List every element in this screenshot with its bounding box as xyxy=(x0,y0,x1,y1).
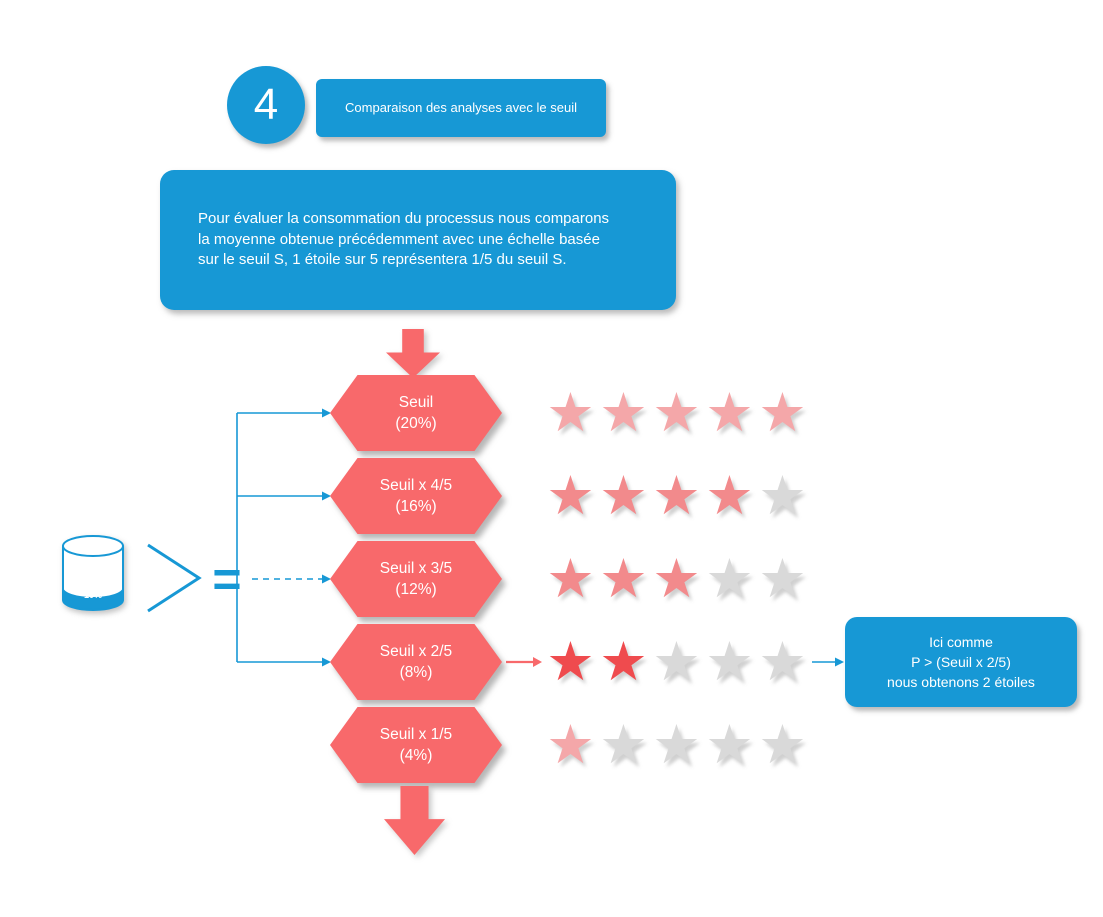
threshold-hexagon: Seuil x 4/5 (16%) xyxy=(330,458,502,534)
star-rating: ★★★★★ xyxy=(544,707,809,783)
star-filled-icon: ★ xyxy=(546,464,595,527)
star-filled-icon: ★ xyxy=(546,381,595,444)
threshold-percent: (12%) xyxy=(395,581,437,598)
star-filled-icon: ★ xyxy=(546,713,595,776)
flow-down-arrow-bottom xyxy=(384,786,445,855)
step-number: 4 xyxy=(253,80,279,129)
star-empty-icon: ★ xyxy=(652,713,701,776)
star-empty-icon: ★ xyxy=(758,547,807,610)
star-filled-icon: ★ xyxy=(599,464,648,527)
threshold-percent: (20%) xyxy=(395,415,437,432)
scale-row: Seuil x 2/5(8%)★★★★★ xyxy=(0,624,1103,700)
step-title-box: Comparaison des analyses avec le seuil xyxy=(316,79,606,137)
flow-down-arrow xyxy=(386,329,440,378)
threshold-percent: (16%) xyxy=(395,498,437,515)
down-arrow-icon xyxy=(386,329,440,378)
scale-row: Seuil(20%)★★★★★ xyxy=(0,375,1103,451)
star-rating: ★★★★★ xyxy=(544,458,809,534)
result-note-box: Ici comme P > (Seuil x 2/5) nous obtenon… xyxy=(845,617,1077,707)
star-filled-icon: ★ xyxy=(652,547,701,610)
star-filled-icon: ★ xyxy=(599,547,648,610)
step-title: Comparaison des analyses avec le seuil xyxy=(345,100,577,116)
threshold-hexagon: Seuil x 3/5 (12%) xyxy=(330,541,502,617)
result-line: P > (Seuil x 2/5) xyxy=(911,653,1011,670)
cylinder-percent-label: 10% xyxy=(84,590,102,600)
threshold-hexagon: Seuil x 2/5 (8%) xyxy=(330,624,502,700)
star-filled-icon: ★ xyxy=(758,381,807,444)
star-filled-icon: ★ xyxy=(599,381,648,444)
down-arrow-icon xyxy=(384,786,445,855)
star-filled-icon: ★ xyxy=(705,381,754,444)
description-box: Pour évaluer la consommation du processu… xyxy=(160,170,676,310)
star-filled-icon: ★ xyxy=(705,464,754,527)
threshold-label: Seuil xyxy=(398,394,434,411)
threshold-percent: (8%) xyxy=(399,664,433,681)
star-rating: ★★★★★ xyxy=(544,541,809,617)
star-empty-icon: ★ xyxy=(705,630,754,693)
scale-row: Seuil x 3/5(12%)★★★★★ xyxy=(0,541,1103,617)
star-empty-icon: ★ xyxy=(599,713,648,776)
threshold-hexagon: Seuil x 1/5 (4%) xyxy=(330,707,502,783)
description-text: Pour évaluer la consommation du processu… xyxy=(198,209,610,269)
threshold-label: Seuil x 2/5 xyxy=(379,643,453,660)
star-rating: ★★★★★ xyxy=(544,375,809,451)
star-empty-icon: ★ xyxy=(705,547,754,610)
star-filled-icon: ★ xyxy=(599,630,648,693)
star-empty-icon: ★ xyxy=(758,630,807,693)
step-number-badge: 4 xyxy=(227,66,305,144)
star-rating: ★★★★★ xyxy=(544,624,809,700)
star-empty-icon: ★ xyxy=(758,464,807,527)
star-filled-icon: ★ xyxy=(652,381,701,444)
result-line: Ici comme xyxy=(929,633,993,650)
threshold-label: Seuil x 3/5 xyxy=(379,560,453,577)
threshold-label: Seuil x 4/5 xyxy=(379,477,453,494)
threshold-hexagon: Seuil (20%) xyxy=(330,375,502,451)
threshold-percent: (4%) xyxy=(399,747,433,764)
star-empty-icon: ★ xyxy=(705,713,754,776)
equals-sign: = xyxy=(212,551,242,607)
threshold-label: Seuil x 1/5 xyxy=(379,726,453,743)
star-empty-icon: ★ xyxy=(652,630,701,693)
result-line: nous obtenons 2 étoiles xyxy=(887,674,1035,691)
scale-row: Seuil x 4/5(16%)★★★★★ xyxy=(0,458,1103,534)
scale-row: Seuil x 1/5(4%)★★★★★ xyxy=(0,707,1103,783)
star-filled-icon: ★ xyxy=(546,547,595,610)
database-cylinder-icon: 10% xyxy=(62,535,124,611)
star-filled-icon: ★ xyxy=(652,464,701,527)
star-empty-icon: ★ xyxy=(758,713,807,776)
star-filled-icon: ★ xyxy=(546,630,595,693)
